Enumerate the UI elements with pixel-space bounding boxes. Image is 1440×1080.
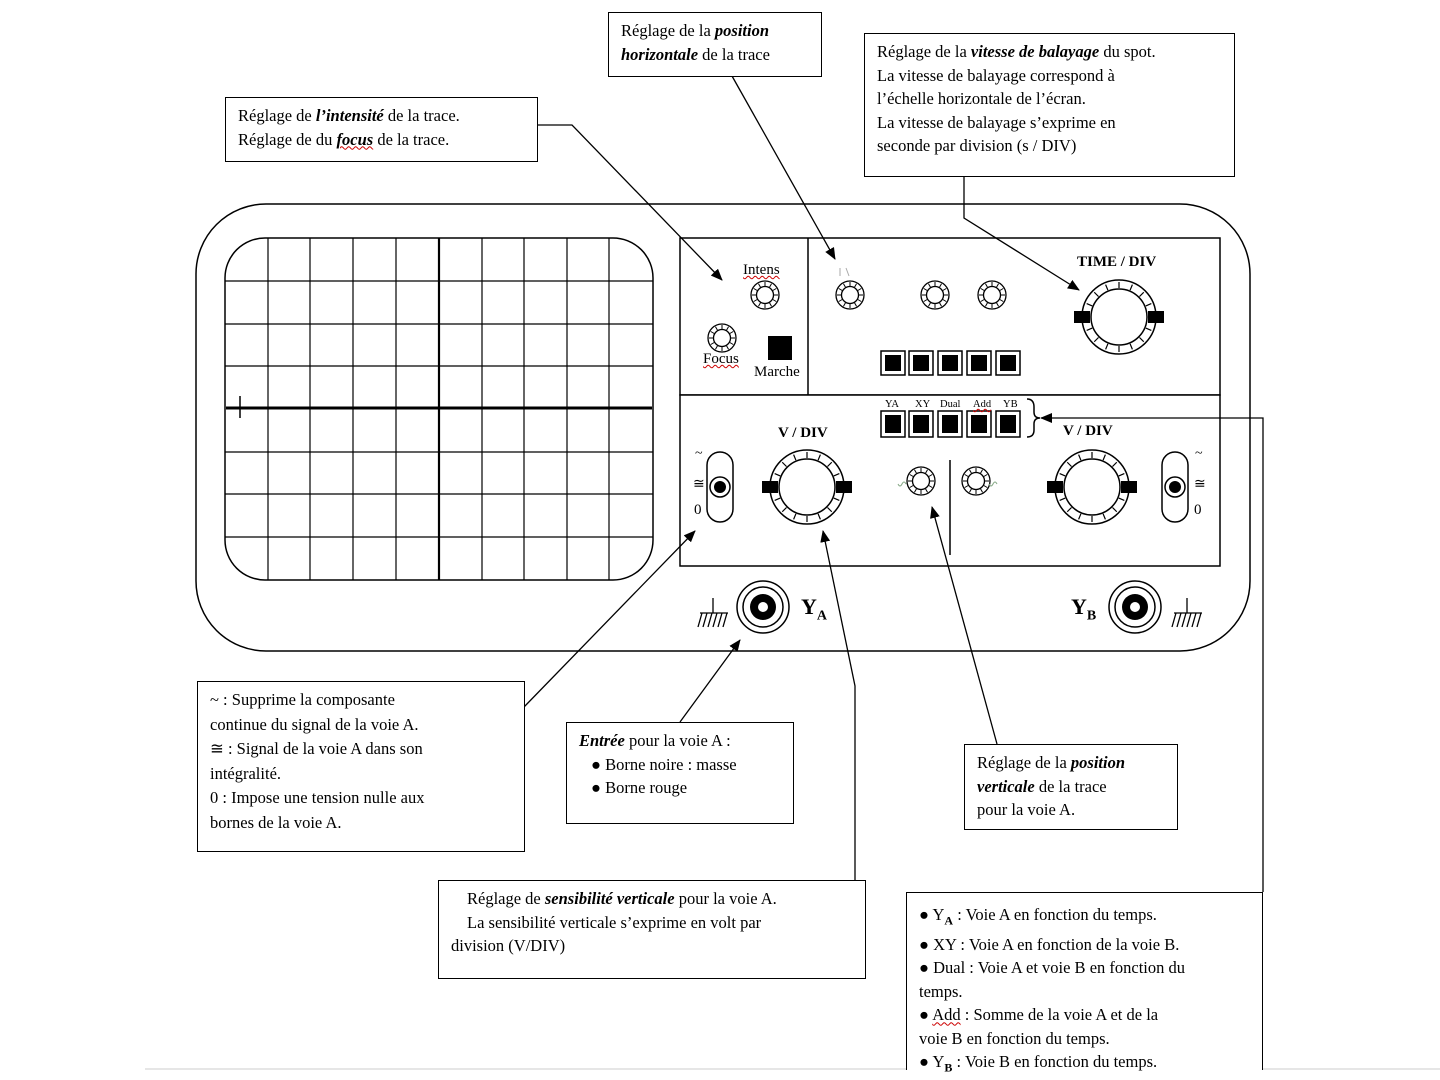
top-button-4[interactable] bbox=[966, 350, 992, 376]
knob-top-3[interactable] bbox=[977, 280, 1007, 310]
screen bbox=[224, 237, 654, 581]
ground-icon-a bbox=[697, 598, 728, 628]
position-glyphs bbox=[839, 267, 998, 487]
annotation-sensitivity: Réglage de sensibilité verticale pour la… bbox=[438, 880, 866, 979]
annotation-coupling: ~ : Supprime la composante continue du s… bbox=[197, 681, 525, 852]
vdiv-b-label: V / DIV bbox=[1063, 423, 1113, 439]
coupling-switch-a[interactable] bbox=[706, 451, 734, 523]
time-div-dial[interactable] bbox=[1074, 279, 1164, 355]
coupling-dc-b: ≅ bbox=[1194, 477, 1206, 492]
mode-label-xy: XY bbox=[915, 399, 931, 410]
annotation-horizontal-position: Réglage de la position horizontale de la… bbox=[608, 12, 822, 77]
power-button[interactable] bbox=[768, 336, 792, 360]
mode-label-ya: YA bbox=[885, 399, 900, 410]
mode-button-ya[interactable] bbox=[880, 410, 906, 438]
focus-knob[interactable] bbox=[707, 323, 737, 353]
callout-lines bbox=[523, 75, 1264, 892]
input-connector-ya[interactable] bbox=[736, 580, 790, 634]
ya-label: YA bbox=[801, 594, 828, 624]
coupling-ac-b: ~ bbox=[1195, 446, 1203, 461]
coupling-ac-a: ~ bbox=[695, 446, 703, 461]
vdiv-b-dial[interactable] bbox=[1047, 449, 1137, 525]
time-div-label: TIME / DIV bbox=[1077, 254, 1157, 270]
top-button-1[interactable] bbox=[880, 350, 906, 376]
annotation-modes: ● YA : Voie A en fonction du temps. ● XY… bbox=[906, 892, 1263, 1075]
top-button-3[interactable] bbox=[937, 350, 963, 376]
annotation-sweep-speed: Réglage de la vitesse de balayage du spo… bbox=[864, 33, 1235, 177]
mode-label-dual: Dual bbox=[940, 399, 961, 410]
top-button-2[interactable] bbox=[908, 350, 934, 376]
annotation-input: Entrée pour la voie A : ● Borne noire : … bbox=[566, 722, 794, 824]
top-button-5[interactable] bbox=[995, 350, 1021, 376]
mode-button-dual[interactable] bbox=[937, 410, 963, 438]
coupling-switch-b[interactable] bbox=[1161, 451, 1189, 523]
mode-button-add[interactable] bbox=[966, 410, 992, 438]
knob-top-2[interactable] bbox=[920, 280, 950, 310]
vertical-position-knob-a[interactable] bbox=[906, 466, 936, 496]
input-connector-yb[interactable] bbox=[1108, 580, 1162, 634]
mode-button-xy[interactable] bbox=[908, 410, 934, 438]
coupling-gnd-a: 0 bbox=[694, 502, 702, 518]
marche-label: Marche bbox=[754, 364, 800, 380]
focus-label: Focus bbox=[703, 351, 739, 367]
coupling-dc-a: ≅ bbox=[693, 477, 705, 492]
ground-icon-b bbox=[1171, 598, 1202, 628]
intensity-knob[interactable] bbox=[750, 280, 780, 310]
annotation-intensity-focus: Réglage de l’intensité de la trace. Régl… bbox=[225, 97, 538, 162]
annotation-vertical-position: Réglage de la position verticale de la t… bbox=[964, 744, 1178, 830]
yb-label: YB bbox=[1071, 594, 1097, 624]
intens-label: Intens bbox=[743, 262, 780, 278]
mode-label-yb: YB bbox=[1003, 399, 1018, 410]
vertical-position-knob-b[interactable] bbox=[961, 466, 991, 496]
mode-button-yb[interactable] bbox=[995, 410, 1021, 438]
mode-label-add: Add bbox=[973, 399, 992, 410]
vdiv-a-label: V / DIV bbox=[778, 425, 828, 441]
vdiv-a-dial[interactable] bbox=[762, 449, 852, 525]
coupling-gnd-b: 0 bbox=[1194, 502, 1202, 518]
horizontal-position-knob[interactable] bbox=[835, 280, 865, 310]
